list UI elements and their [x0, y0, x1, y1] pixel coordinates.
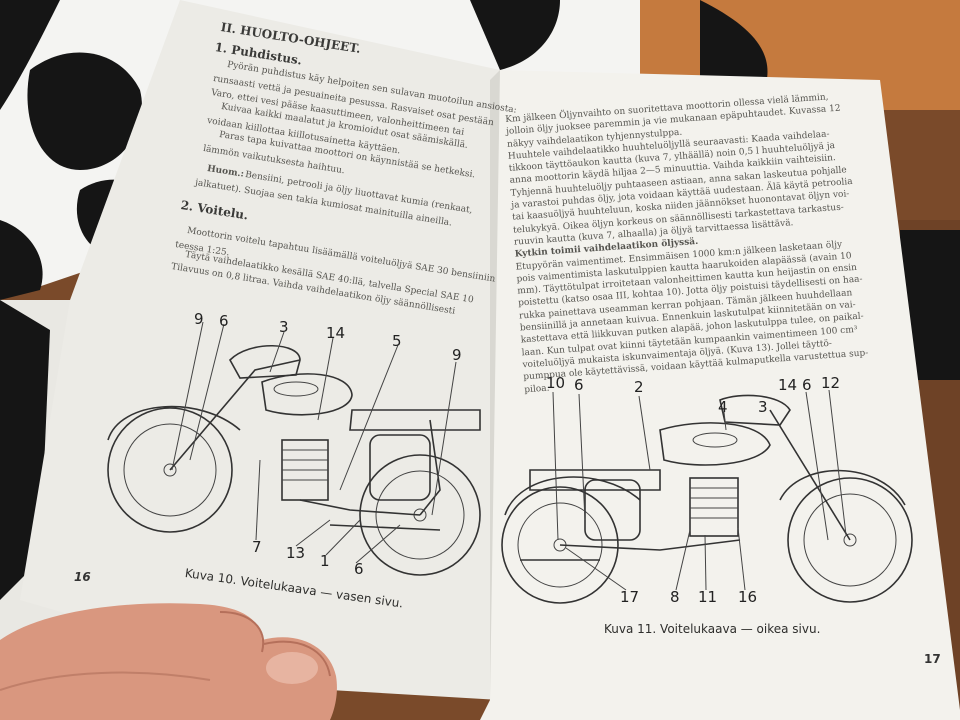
page-number-left: 16: [74, 570, 91, 584]
callout-1: 1: [320, 552, 330, 570]
callout-7: 7: [252, 538, 262, 556]
callout-4: 4: [718, 398, 728, 416]
callout-2: 2: [634, 378, 644, 396]
callout-6: 6: [574, 376, 584, 394]
callout-14: 14: [326, 324, 346, 342]
callout-16: 16: [738, 588, 758, 606]
callout-6: 6: [802, 376, 812, 394]
callout-12: 12: [821, 374, 841, 392]
callout-17: 17: [620, 588, 640, 606]
page-number-right: 17: [924, 652, 941, 666]
callout-6: 6: [219, 312, 229, 330]
callout-9: 9: [194, 310, 204, 328]
callout-11: 11: [698, 588, 718, 606]
figure-caption-right: Kuva 11. Voitelukaava — oikea sivu.: [604, 622, 821, 636]
callout-9: 9: [452, 346, 462, 364]
callout-3: 3: [279, 318, 289, 336]
callout-10: 10: [546, 374, 566, 392]
callout-8: 8: [670, 588, 680, 606]
callout-14: 14: [778, 376, 798, 394]
callout-5: 5: [392, 332, 402, 350]
callout-6: 6: [354, 560, 364, 578]
callout-13: 13: [286, 544, 306, 562]
callout-3: 3: [758, 398, 768, 416]
